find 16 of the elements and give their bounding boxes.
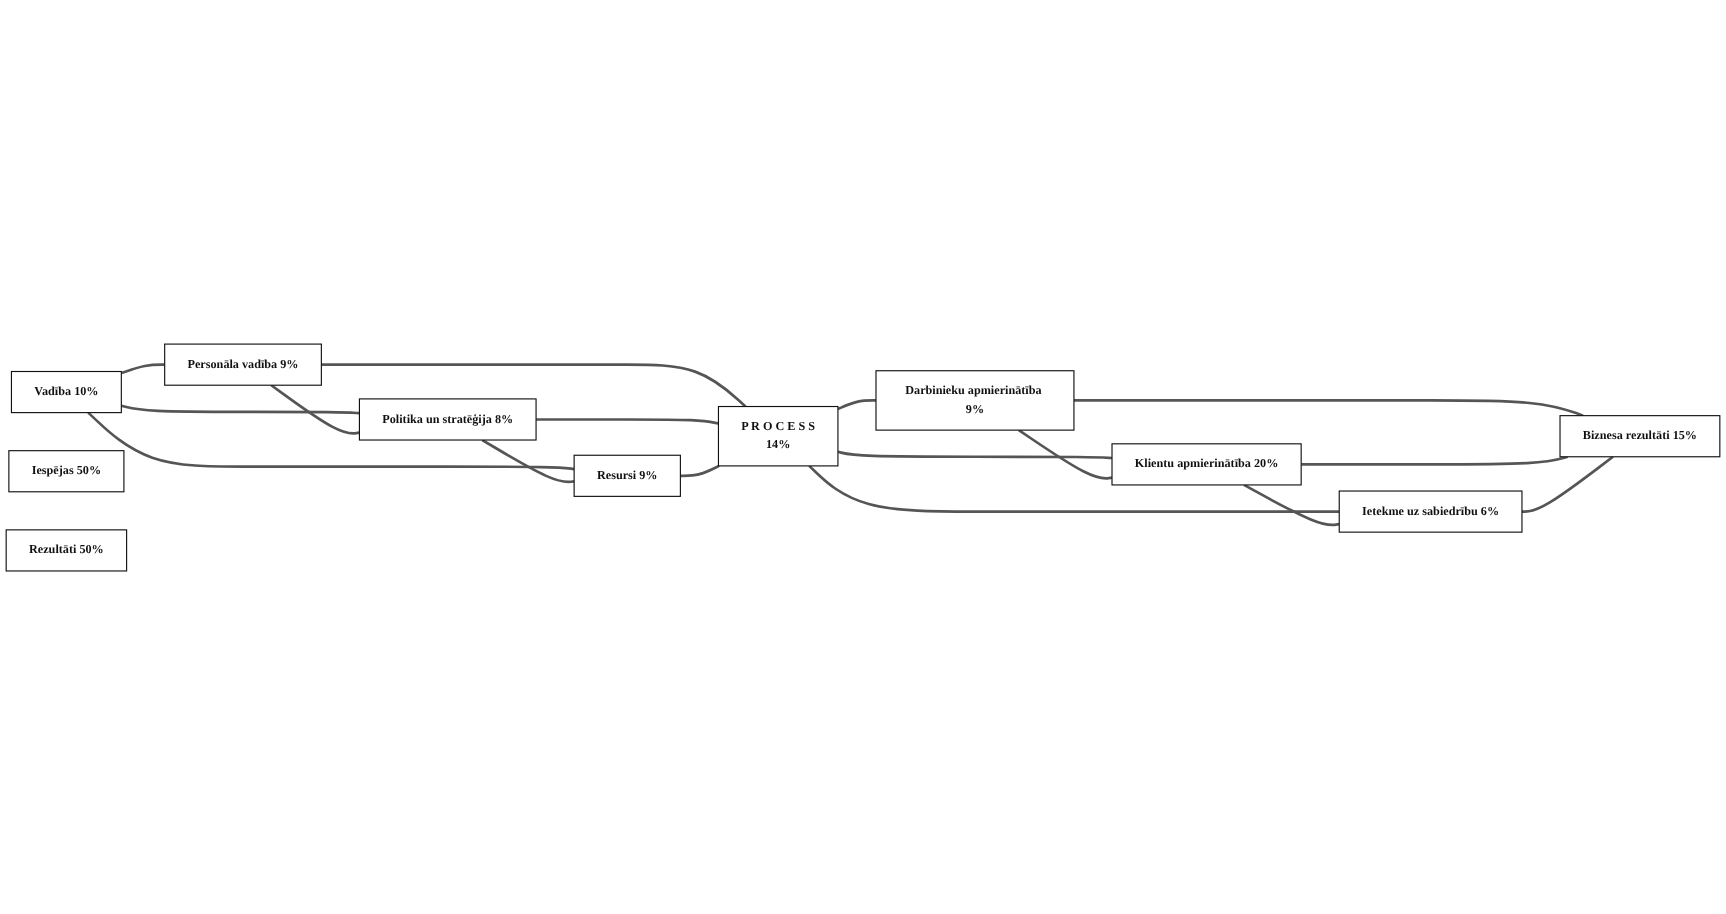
connector: [120, 362, 165, 374]
connector: [837, 450, 1113, 459]
connector: [1243, 483, 1340, 526]
connector: [481, 438, 575, 483]
connector: [808, 464, 1340, 513]
connector: [87, 411, 575, 470]
connector: [1073, 398, 1584, 417]
connector: [680, 464, 720, 477]
connector: [1521, 455, 1614, 513]
connector: [321, 362, 747, 407]
connector: [837, 398, 876, 410]
connector: [1018, 428, 1113, 480]
connector: [1301, 454, 1569, 466]
connector: [536, 417, 719, 425]
connector: [121, 403, 360, 414]
connector: [270, 383, 360, 435]
